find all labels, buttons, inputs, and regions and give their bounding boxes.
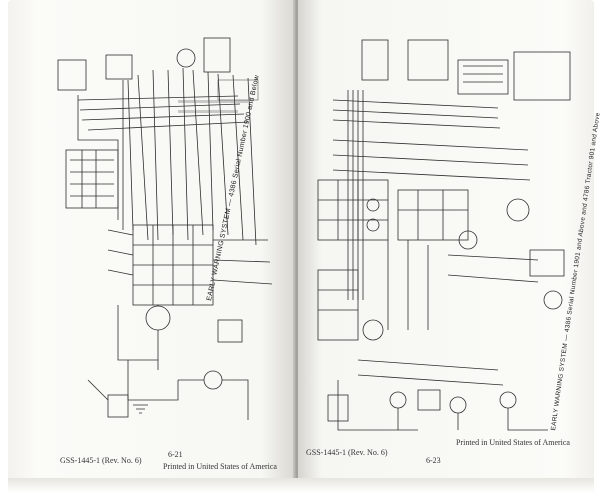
- control-relay-box: [217, 319, 243, 343]
- right-part-number: GSS-1445-1 (Rev. No. 6): [306, 448, 388, 457]
- left-top-component: [57, 59, 87, 91]
- page-stack-edge: [8, 478, 594, 493]
- left-gauge-symbol: [176, 48, 196, 68]
- left-top-component: [105, 54, 133, 80]
- warning-module-box: [457, 59, 509, 95]
- left-top-component: [203, 37, 231, 73]
- color-code-legend-box: [513, 51, 571, 101]
- right-footer: Printed in United States of America: [456, 438, 570, 447]
- left-page-number: 6-21: [168, 450, 183, 459]
- sender-symbol: [458, 230, 478, 250]
- indicator-panel-box: [65, 149, 119, 209]
- right-top-component: [361, 39, 389, 81]
- starter-symbol: [203, 370, 223, 390]
- gauge-symbol: [506, 198, 530, 222]
- left-footer: Printed in United States of America: [163, 462, 277, 471]
- left-part-number: GSS-1445-1 (Rev. No. 6): [60, 456, 142, 465]
- rectifier-block: [317, 269, 359, 341]
- switch-symbol: [389, 391, 407, 409]
- right-page: EARLY WARNING SYSTEM — 4386 Serial Numbe…: [298, 0, 602, 493]
- book-gutter: [293, 0, 301, 493]
- left-wiring-diagram: [57, 37, 273, 420]
- alternator-symbol: [145, 305, 171, 331]
- center-junction: [317, 179, 389, 241]
- right-wiring-diagram: [317, 39, 571, 431]
- right-page-number: 6-23: [426, 456, 441, 465]
- right-top-component: [407, 39, 449, 81]
- left-page: EARLY WARNING SYSTEM — 4386 Serial Numbe…: [8, 0, 296, 493]
